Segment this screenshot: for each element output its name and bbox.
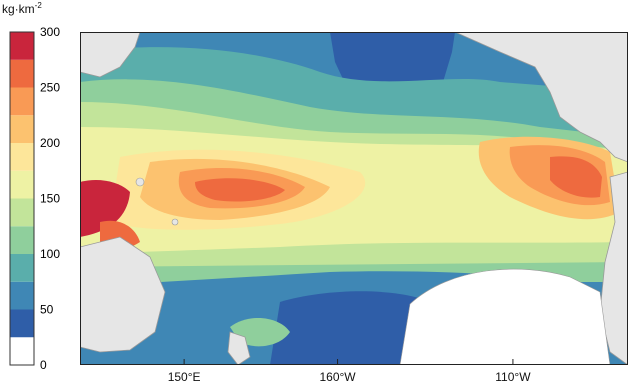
unit-base: kg·km — [2, 2, 35, 16]
field-south-low — [270, 291, 440, 365]
map-frame — [80, 32, 628, 365]
colorbar-legend: kg·km-2 300 250 200 150 100 50 0 — [0, 0, 75, 375]
colorbar-tick-label: 50 — [40, 303, 54, 317]
colorbar-level-3 — [10, 254, 34, 282]
colorbar-level-4 — [10, 226, 34, 254]
unit-exponent: -2 — [34, 1, 42, 10]
lon-label-2: 110°W — [495, 370, 531, 384]
colorbar-tick-label: 200 — [40, 136, 60, 150]
colorbar-tick-label: 150 — [40, 192, 60, 206]
colorbar-tick-label: 0 — [40, 358, 47, 372]
lon-tick-marks — [183, 359, 514, 365]
colorbar-level-6 — [10, 170, 34, 199]
field-east-250 — [550, 156, 602, 198]
colorbar-level-0 — [10, 337, 34, 365]
colorbar-level-9 — [10, 87, 34, 116]
land-island-1 — [135, 177, 145, 187]
land-island-2 — [171, 218, 179, 226]
field-west-250 — [195, 178, 285, 202]
land-new-zealand — [227, 331, 251, 365]
concentration-field — [80, 32, 628, 365]
colorbar-level-1 — [10, 309, 34, 338]
colorbar-tick-label: 100 — [40, 247, 60, 261]
lon-label-0: 150°E — [167, 370, 201, 384]
colorbar-level-8 — [10, 115, 34, 143]
colorbar-level-7 — [10, 143, 34, 171]
colorbar-tick-label: 250 — [40, 81, 60, 95]
field-west-275 — [80, 180, 130, 237]
colorbar-svg: 300 250 200 150 100 50 0 — [9, 25, 60, 372]
lon-label-1: 160°W — [319, 370, 356, 384]
colorbar-level-10 — [10, 59, 34, 88]
legend-unit: kg·km-2 — [2, 1, 42, 16]
land-north-america — [454, 32, 628, 163]
colorbar-frame — [9, 31, 35, 366]
colorbar-level-11 — [10, 32, 34, 60]
colorbar-level-2 — [10, 281, 34, 310]
land-south-ocean-blank — [399, 268, 611, 365]
colorbar-tick-label: 300 — [40, 25, 60, 39]
land-australia — [80, 236, 166, 353]
pacific-map — [80, 32, 628, 365]
colorbar-level-5 — [10, 198, 34, 227]
land-asia — [80, 32, 141, 78]
land-masses — [80, 32, 628, 365]
